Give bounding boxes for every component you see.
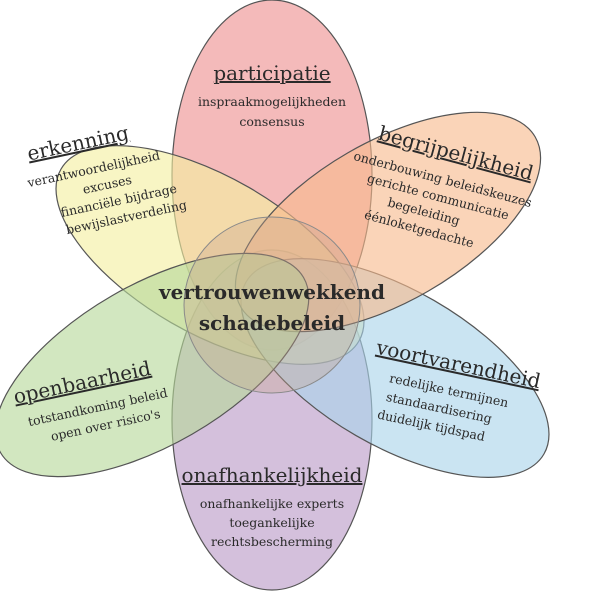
petal-item-participatie-1: consensus — [239, 114, 304, 129]
petal-item-onafhankelijkheid-2: rechtsbescherming — [211, 534, 333, 549]
petals-layer — [0, 0, 550, 591]
label-onafhankelijkheid: onafhankelijkheid onafhankelijke experts… — [182, 463, 363, 549]
petal-item-participatie-0: inspraakmogelijkheden — [198, 94, 346, 109]
center-circle — [183, 216, 361, 394]
label-participatie: participatie inspraakmogelijkheden conse… — [198, 61, 346, 129]
petal-title-onafhankelijkheid: onafhankelijkheid — [182, 463, 363, 487]
petal-title-participatie: participatie — [213, 61, 330, 85]
petal-item-onafhankelijkheid-0: onafhankelijke experts — [200, 496, 344, 511]
center-title-line2: schadebeleid — [199, 311, 345, 335]
center-title-line1: vertrouwenwekkend — [158, 280, 385, 304]
petal-openbaarheid — [0, 252, 310, 478]
petal-item-onafhankelijkheid-1: toegankelijke — [229, 515, 314, 530]
